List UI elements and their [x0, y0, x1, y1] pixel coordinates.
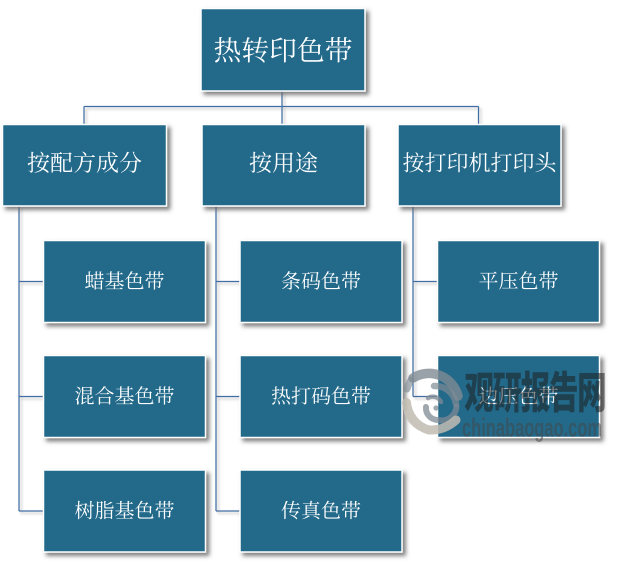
svg-text:chinabaogao.com: chinabaogao.com: [462, 412, 602, 442]
